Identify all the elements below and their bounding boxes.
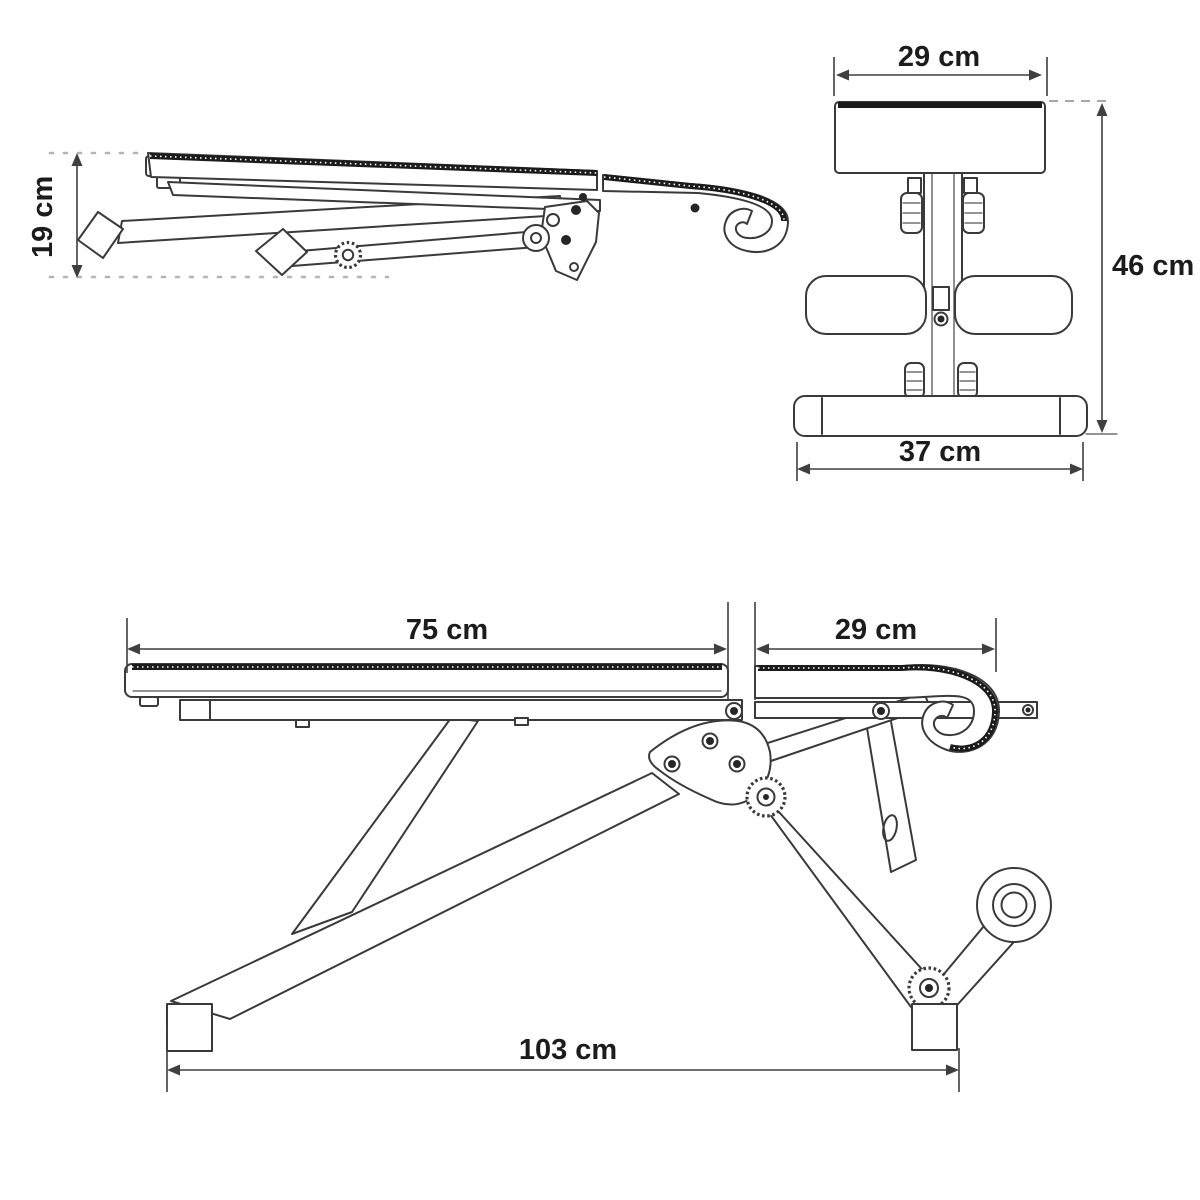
bolt [733,760,741,768]
dim-label-29cm-top: 29 cm [898,41,980,73]
upright-post-inner [931,172,955,398]
dim-folded-height: 19 cm [27,153,83,278]
bolt [690,203,700,213]
extension-line [754,602,997,700]
extension-line [126,602,729,700]
arrow-down-icon [1096,420,1108,433]
adjustment-knob [962,192,985,234]
dim-backrest-length: 29 cm [754,602,997,700]
foam-roller [805,275,927,335]
front-leg [170,772,680,1020]
bolt-ring [1022,704,1034,716]
assembled-side-view: 75 cm 29 cm 103 cm [124,602,1052,1092]
front-view: 29 cm 46 cm 37 cm [793,41,1194,481]
arrow-left-icon [756,643,769,655]
bolt [937,315,945,323]
arrow-left-icon [167,1064,180,1076]
folded-foot-cap [255,228,308,276]
rail-tab [295,719,310,728]
bolt [561,235,571,245]
pivot-roller [522,224,550,252]
folded-foot-cap [77,211,124,259]
wheel-hub [1000,891,1028,919]
bolt [668,760,676,768]
dim-label-19cm: 19 cm [27,176,59,258]
adjustment-knob [900,192,923,234]
dim-overall-length: 103 cm [166,1028,960,1092]
seat-frame-rail [179,699,743,721]
dim-front-base-width: 37 cm [796,436,1084,481]
foam-roller [954,275,1073,335]
seat-pad-front [834,101,1046,174]
arrow-right-icon [1070,463,1083,475]
bolt [706,737,714,745]
folded-frame-slat [167,181,601,212]
adjustment-knob [904,362,925,399]
bolt [925,984,933,992]
transport-wheel [333,240,363,270]
adjustment-knob [957,362,978,399]
arrow-up-icon [71,153,83,166]
head-pad-stitching [758,666,996,750]
dim-seat-length: 75 cm [126,602,729,700]
bolt [1025,707,1031,713]
rear-support-strut [864,715,917,873]
adjuster-tab [963,177,978,194]
arrow-up-icon [1096,103,1108,116]
bolt-ring [933,311,949,327]
foot-bar-cap-line [821,397,1061,435]
seat-pad-tab [139,696,159,707]
arrow-right-icon [982,643,995,655]
bolt [730,707,738,715]
rear-foot-cap [911,1003,958,1051]
bolt-ring [728,755,746,773]
dim-label-29cm-side: 29 cm [835,614,917,646]
backrest-frame-rail [754,701,1038,719]
extension-line [796,442,1084,481]
arrow-down-icon [71,265,83,278]
dim-label-46cm: 46 cm [1112,250,1194,282]
front-foot-cap [166,1003,213,1052]
dim-label-37cm: 37 cm [899,436,981,468]
arrow-right-icon [714,643,727,655]
arrow-left-icon [797,463,810,475]
knob-hub [756,787,776,807]
arrow-left-icon [127,643,140,655]
bolt [579,193,587,201]
dim-label-75cm: 75 cm [406,614,488,646]
pivot-knob-hub [919,978,939,998]
arrow-right-icon [946,1064,959,1076]
stabilizer-foot-bar [793,395,1088,437]
bolt [763,794,769,800]
rail-tab [514,717,529,726]
dim-front-pad-width: 29 cm [833,41,1048,96]
wheel-rim [992,883,1036,927]
extension-line [833,57,1048,96]
upright-post-outer [923,172,963,301]
head-pad-stitching [603,176,785,222]
head-pad-curl [754,664,1001,753]
pivot-roller-hub [530,232,542,244]
dim-label-103cm: 103 cm [519,1034,617,1066]
roller-hub-block [932,286,950,311]
bolt-ring [701,732,719,750]
folded-leg-bar [287,228,563,267]
seat-pad-edge [149,153,598,176]
arrow-right-icon [1029,69,1042,81]
folded-side-view: 19 cm [27,151,790,281]
bolt-hole [569,262,579,272]
dim-front-height: 46 cm [1049,100,1194,435]
arrow-left-icon [836,69,849,81]
adjuster-tab [907,177,922,194]
nut [546,213,560,227]
wheel-hub [341,248,355,262]
adjustment-slot [882,814,898,842]
bolt [877,707,885,715]
bolt [571,205,581,215]
bolt-ring [663,755,681,773]
